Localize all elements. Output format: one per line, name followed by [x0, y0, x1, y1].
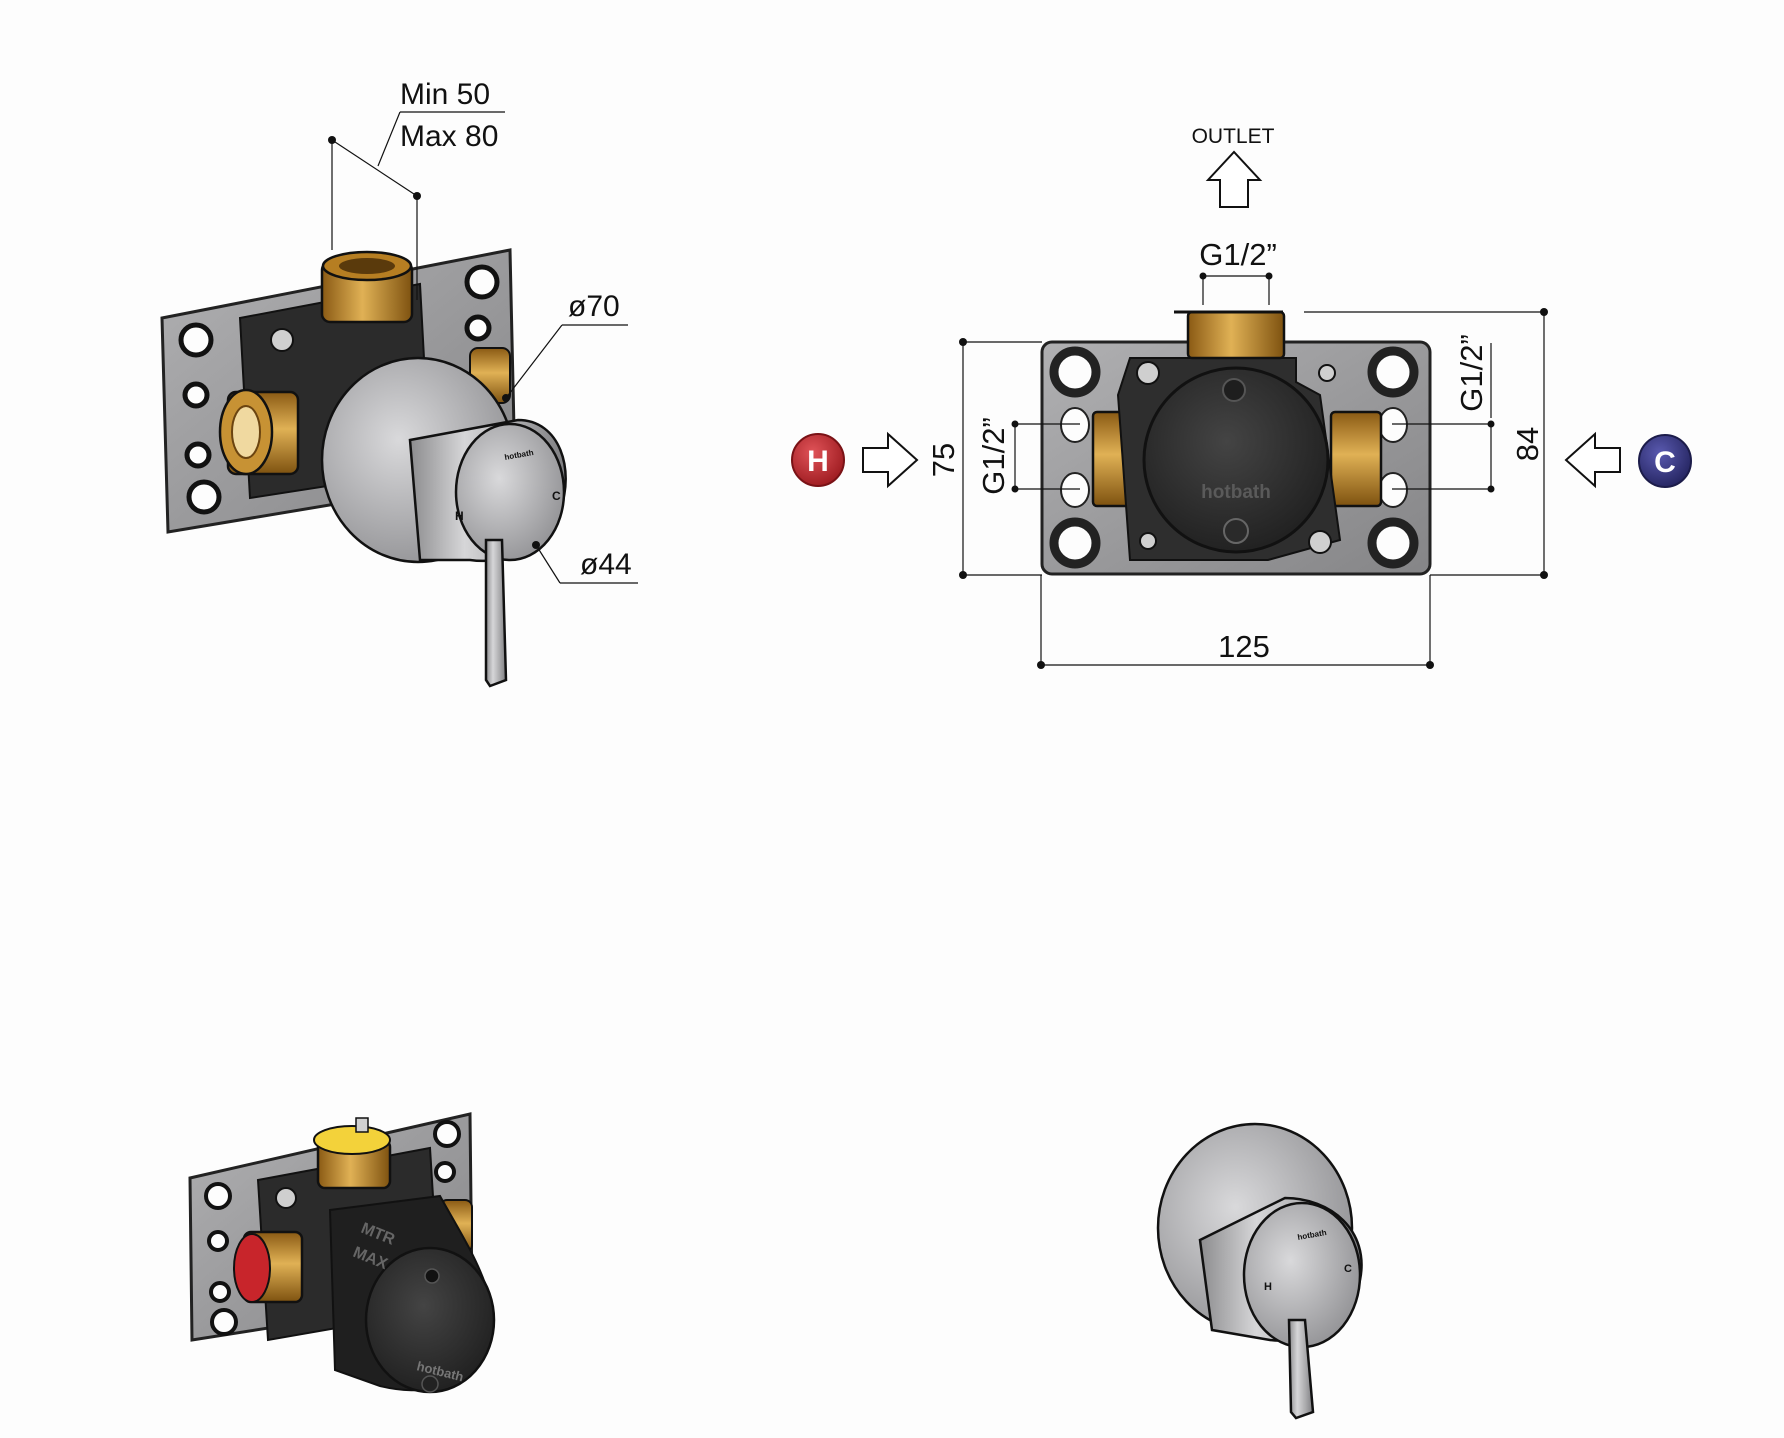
body-plate-holes	[204, 1120, 461, 1336]
front-plate-holes	[1049, 346, 1419, 569]
trim-knob-cold: C	[1344, 1263, 1352, 1275]
knob-diameter-callout: ø44	[532, 541, 638, 584]
hot-inlet-badge	[791, 433, 845, 487]
lever-handle	[484, 538, 508, 688]
body-left-brass-connector	[233, 1230, 304, 1304]
right-thread-label: G1/2”	[1454, 334, 1489, 412]
rosette-diameter-callout: ø70	[502, 290, 628, 402]
height-left-label: 75	[926, 443, 961, 477]
body-cartridge-cap	[328, 1194, 496, 1394]
trim-knob-hot: H	[1264, 1281, 1272, 1293]
front-screws	[1136, 361, 1336, 554]
iso-knob-hot: H	[455, 509, 464, 523]
front-cap-arrow-mark	[1223, 518, 1249, 544]
depth-max-label: Max 80	[400, 120, 498, 153]
body-view: MTR MAX hotbath	[188, 1112, 496, 1394]
front-top-brass-connector	[1174, 310, 1286, 360]
cold-badge-letter: C	[1654, 446, 1676, 479]
depth-callout: Min 50 Max 80	[328, 78, 505, 300]
iso-view: hotbath H C Min 50 Max 80 ø70	[160, 78, 638, 688]
height-right-label: 84	[1510, 427, 1545, 461]
outlet-label: OUTLET	[1192, 125, 1275, 148]
top-brass-connector	[320, 250, 414, 324]
trim-view: hotbath H C	[1156, 1122, 1363, 1420]
screw	[270, 328, 294, 352]
hot-badge-letter: H	[807, 445, 829, 478]
body-screw	[275, 1187, 297, 1209]
front-cap-hole	[1222, 378, 1246, 402]
body-top-brass-connector	[313, 1117, 392, 1190]
cold-inlet-badge	[1638, 434, 1692, 488]
front-body-brand: hotbath	[1201, 482, 1271, 503]
knob-diameter-label: ø44	[580, 548, 632, 581]
front-view: OUTLET G1/2”	[791, 125, 1692, 669]
front-right-brass-connector	[1329, 410, 1383, 508]
width-label: 125	[1218, 629, 1270, 664]
cold-inlet-arrow	[1564, 431, 1621, 489]
left-thread-label: G1/2”	[976, 417, 1011, 495]
outlet-arrow	[1205, 150, 1263, 208]
plate-holes	[178, 264, 500, 515]
trim-lever-handle	[1287, 1318, 1315, 1420]
outlet-thread-label: G1/2”	[1199, 237, 1277, 272]
left-brass-connector	[218, 388, 300, 476]
front-cartridge-cap	[1142, 366, 1330, 554]
knob	[408, 418, 567, 563]
rosette-diameter-label: ø70	[568, 290, 620, 323]
depth-min-label: Min 50	[400, 78, 490, 111]
hot-inlet-arrow	[862, 431, 919, 489]
iso-knob-cold: C	[552, 489, 561, 503]
